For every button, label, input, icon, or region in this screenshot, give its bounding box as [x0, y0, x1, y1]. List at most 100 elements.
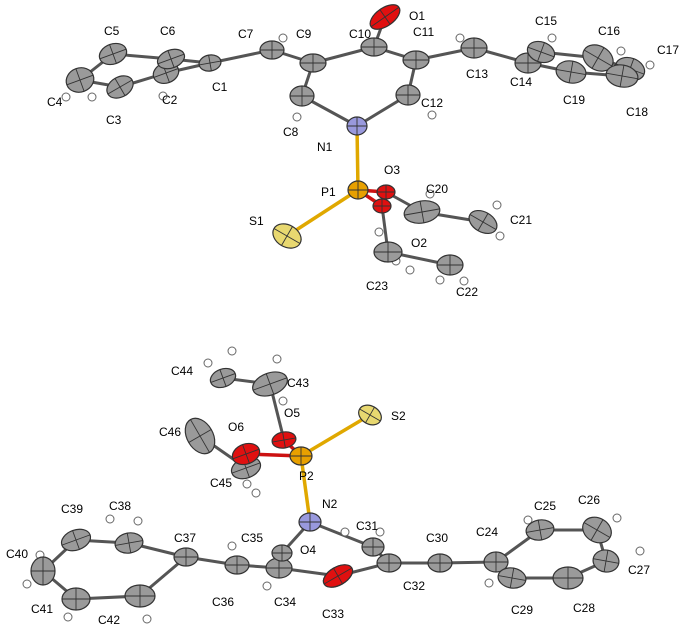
atom-c15	[526, 40, 556, 64]
atom-c29	[497, 567, 527, 589]
hydrogen-atom	[227, 346, 237, 356]
hydrogen-atom	[340, 527, 350, 537]
atom-label-c15: C15	[535, 14, 557, 28]
atom-p1	[347, 180, 369, 200]
hydrogen-atom	[523, 515, 533, 525]
bond-p1-s1	[286, 188, 359, 238]
atom-label-c38: C38	[109, 499, 131, 513]
atom-label-p2: P2	[299, 469, 314, 483]
hydrogen-atom	[635, 546, 645, 556]
atom-label-c36: C36	[212, 595, 234, 609]
atom-label-c40: C40	[6, 547, 28, 561]
atom-c8	[289, 85, 315, 107]
hydrogen-atom	[22, 579, 32, 589]
atom-c39	[60, 528, 92, 552]
atom-c7	[259, 40, 285, 60]
atom-label-c2: C2	[162, 93, 178, 107]
hydrogen-atom	[63, 612, 73, 622]
atom-label-c21: C21	[510, 213, 532, 227]
hydrogen-atom	[492, 200, 502, 210]
atom-label-c5: C5	[104, 24, 120, 38]
atom-c18	[605, 64, 639, 88]
atom-label-c18: C18	[626, 105, 648, 119]
hydrogen-atom	[612, 513, 622, 523]
atom-label-o6: O6	[228, 420, 244, 434]
atom-label-n2: N2	[322, 497, 338, 511]
hydrogen-atom	[425, 189, 435, 199]
hydrogen-atom	[427, 110, 437, 120]
hydrogen-atom	[227, 541, 237, 551]
hydrogen-atom	[405, 265, 415, 275]
hydrogen-atom	[203, 358, 213, 368]
hydrogen-atom	[61, 92, 71, 102]
atom-label-c35: C35	[241, 531, 263, 545]
atom-c25	[525, 519, 555, 541]
hydrogen-atom	[374, 227, 384, 237]
atom-c37	[173, 547, 199, 567]
atom-label-c43: C43	[287, 376, 309, 390]
atom-label-o1: O1	[409, 9, 425, 23]
atom-label-c46: C46	[159, 425, 181, 439]
atom-c21	[468, 209, 498, 235]
atom-c27	[592, 549, 620, 573]
atoms-layer	[22, 4, 655, 624]
hydrogen-atom	[242, 479, 252, 489]
hydrogen-atom	[645, 60, 655, 70]
atom-c31	[361, 537, 385, 557]
atom-c28	[552, 566, 584, 590]
atom-label-o4: O4	[300, 543, 316, 557]
hydrogen-atom	[278, 396, 288, 406]
atom-c38	[114, 532, 144, 554]
atom-p2	[289, 446, 313, 466]
atom-label-c29: C29	[511, 603, 533, 617]
atom-c41	[61, 587, 91, 611]
atom-label-c16: C16	[598, 24, 620, 38]
atom-c13	[460, 37, 488, 59]
atom-label-c42: C42	[98, 613, 120, 626]
atom-label-c14: C14	[510, 75, 532, 89]
atom-label-c10: C10	[349, 27, 371, 41]
atom-o6	[231, 442, 261, 466]
atom-label-c4: C4	[47, 95, 63, 109]
hydrogen-atom	[272, 354, 282, 364]
hydrogen-atom	[262, 581, 272, 591]
hydrogen-atom	[87, 92, 97, 102]
bond-n1-p1	[355, 125, 360, 191]
atom-c19	[555, 60, 587, 84]
atom-label-c7: C7	[238, 27, 254, 41]
atom-label-c34: C34	[274, 595, 296, 609]
atom-label-c22: C22	[456, 285, 478, 299]
atom-label-s2: S2	[391, 409, 406, 423]
atom-label-o2: O2	[411, 236, 427, 250]
atom-c40	[30, 556, 56, 586]
hydrogen-atom	[495, 231, 505, 241]
atom-label-o3: O3	[384, 163, 400, 177]
atom-label-c24: C24	[476, 525, 498, 539]
atom-c11	[402, 50, 430, 70]
atom-label-p1: P1	[321, 185, 336, 199]
atom-c23	[373, 241, 403, 263]
atom-label-c33: C33	[322, 607, 344, 621]
atom-label-n1: N1	[317, 140, 333, 154]
atom-label-c27: C27	[628, 563, 650, 577]
hydrogen-atom	[547, 33, 557, 43]
atom-o5	[271, 431, 297, 449]
atom-c4	[65, 67, 95, 93]
hydrogen-atom	[292, 112, 302, 122]
atom-label-c23: C23	[366, 279, 388, 293]
hydrogen-atom	[435, 275, 445, 285]
atom-c30	[427, 553, 453, 573]
bond-n2-p2	[299, 455, 312, 523]
atom-label-c44: C44	[171, 364, 193, 378]
atom-c20	[403, 200, 441, 224]
atom-c43	[252, 371, 288, 397]
hydrogen-atom	[459, 276, 469, 286]
atom-c35	[271, 544, 293, 562]
atom-c32	[376, 553, 402, 573]
atom-c36	[224, 555, 250, 575]
atom-label-c28: C28	[573, 601, 595, 615]
atom-label-c3: C3	[106, 113, 122, 127]
atom-c9	[299, 53, 327, 73]
